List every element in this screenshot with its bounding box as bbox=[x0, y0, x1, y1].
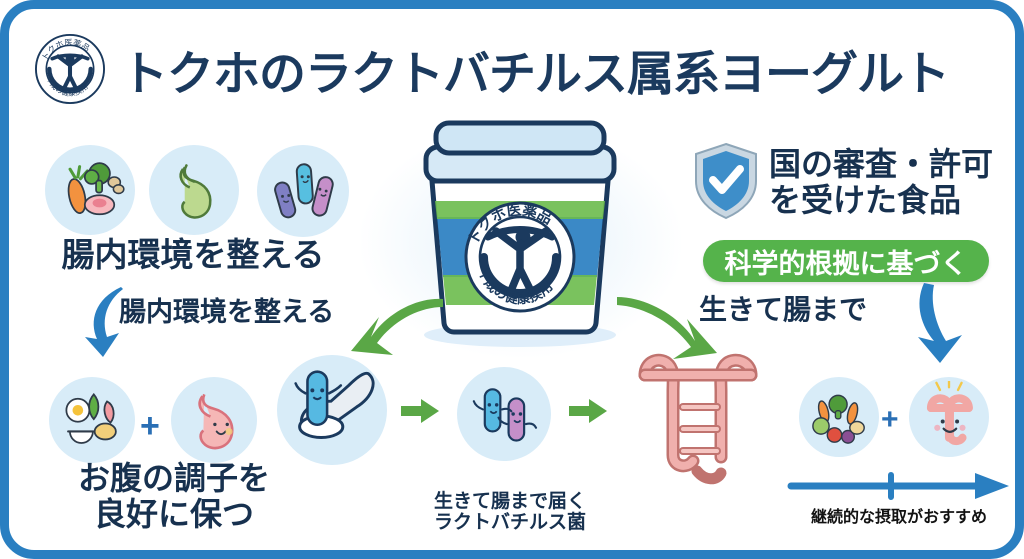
stomach-icon bbox=[149, 145, 239, 235]
three-bacteria-icon bbox=[257, 145, 349, 237]
left-heading: 腸内環境を整える bbox=[61, 236, 325, 273]
shield-check-icon bbox=[695, 142, 757, 220]
green-arrow-step2-icon bbox=[569, 399, 607, 423]
left-arrow-label: 腸内環境を整える bbox=[119, 297, 335, 327]
two-bacteria-icon bbox=[457, 367, 551, 461]
page-title: トクホのラクトバチルス属系ヨーグルト bbox=[121, 46, 950, 100]
right-heading: 国の審査・許可 を受けた食品 bbox=[769, 146, 994, 218]
vegetables-meat-icon bbox=[45, 145, 135, 235]
tokuho-seal-icon: トクホ医薬品 平成の健康挨用 bbox=[34, 33, 106, 105]
timeline-arrow-icon bbox=[787, 472, 1009, 500]
blue-arrow-down-right-icon bbox=[918, 283, 962, 363]
timeline-caption: 継続的な摂取がおすすめ bbox=[810, 509, 987, 526]
green-arrow-right-icon bbox=[617, 297, 717, 359]
green-arrow-left-icon bbox=[351, 298, 443, 355]
bacteria-on-spoon-icon bbox=[277, 355, 387, 465]
intestine-icon bbox=[638, 353, 758, 485]
vegetables-icon bbox=[799, 377, 879, 457]
plus-sign-right: + bbox=[881, 403, 899, 436]
green-arrow-step1-icon bbox=[401, 399, 439, 423]
title-bar: トクホ医薬品 平成の健康挨用 トクホのラクトバチルス属系ヨーグルト bbox=[33, 27, 993, 111]
yogurt-cup: トクホ医薬品 平成の健康挨用 bbox=[423, 120, 617, 347]
right-arrow-label: 生きて腸まで bbox=[699, 294, 868, 325]
plus-sign-left: + bbox=[140, 407, 160, 445]
balanced-meal-icon bbox=[49, 377, 135, 463]
center-caption: 生きて腸まで届く ラクトバチルス菌 bbox=[434, 491, 587, 534]
left-bottom-heading: お腹の調子を 良好に保つ bbox=[77, 460, 270, 532]
smiling-intestine-icon bbox=[909, 377, 989, 457]
happy-stomach-icon bbox=[171, 377, 257, 463]
status-badge: 科学的根拠に基づく bbox=[703, 240, 989, 282]
blue-arrow-down-left-icon bbox=[85, 287, 123, 357]
